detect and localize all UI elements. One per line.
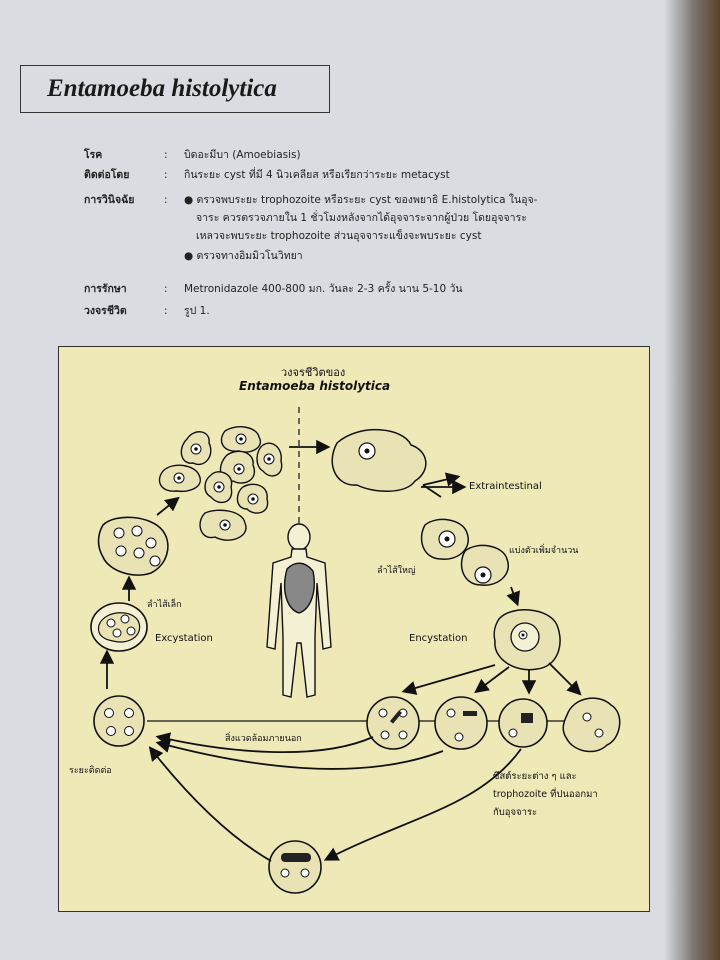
info-value: รูป 1. <box>184 305 210 317</box>
label-extraintestinal: Extraintestinal <box>469 481 542 492</box>
info-label: การรักษา <box>84 283 127 295</box>
diagram-title-line-1: วงจรชีวิตของ <box>281 366 346 379</box>
label-excystation: Excystation <box>155 633 213 644</box>
cysts-row <box>366 696 548 750</box>
title-box: Entamoeba histolytica <box>20 65 330 113</box>
info-value: กินระยะ cyst ที่มี 4 นิวเคลียส หรือเรียก… <box>184 169 450 181</box>
diagnosis-line-4: ● ตรวจทางอิมมิวโนวิทยา <box>184 250 303 262</box>
info-value: Metronidazole 400-800 มก. วันละ 2-3 ครั้… <box>184 283 463 295</box>
info-label: โรค <box>84 149 103 161</box>
label-encystation: Encystation <box>409 633 468 644</box>
diagnosis-line-3: เหลวจะพบระยะ trophozoite ส่วนอุจจาระแข็ง… <box>196 230 482 242</box>
diagram-title-line-2: Entamoeba histolytica <box>239 379 391 393</box>
human-figure <box>266 523 332 698</box>
info-diagnosis: การวินิจฉัย : ● ตรวจพบระยะ trophozoite ห… <box>84 191 624 271</box>
diagnosis-line-2: จาระ ควรตรวจภายใน 1 ชั่วโมงหลังจากได้อุจ… <box>196 212 527 224</box>
info-colon: : <box>164 194 168 206</box>
large-trophozoite <box>331 429 427 492</box>
label-small-intestine: ลำไส้เล็ก <box>147 600 182 610</box>
info-value: บิดอะมีบา (Amoebiasis) <box>184 149 301 161</box>
page-title: Entamoeba histolytica <box>47 75 277 102</box>
metacyst <box>93 695 145 747</box>
label-cyst-note-3: กับอุจจาระ <box>493 807 538 818</box>
info-life-cycle: วงจรชีวิต : รูป 1. <box>84 302 624 320</box>
info-colon: : <box>164 149 168 161</box>
info-colon: : <box>164 305 168 317</box>
metacystic-amoeba <box>97 516 169 576</box>
info-label: วงจรชีวิต <box>84 305 127 317</box>
info-label: ติดต่อโดย <box>84 169 130 181</box>
info-colon: : <box>164 169 168 181</box>
life-cycle-diagram: วงจรชีวิตของ Entamoeba histolytica Extra… <box>58 346 650 912</box>
label-binary-fission: แบ่งตัวเพิ่มจำนวน <box>509 546 579 556</box>
label-cyst-note-1: ซีสต์ระยะต่าง ๆ และ <box>493 771 577 782</box>
info-colon: : <box>164 283 168 295</box>
label-large-intestine: ลำไส้ใหญ่ <box>377 566 416 576</box>
info-disease: โรค : บิดอะมีบา (Amoebiasis) <box>84 146 624 164</box>
label-environment: สิ่งแวดล้อมภายนอก <box>225 734 302 744</box>
diagnosis-line-1: ● ตรวจพบระยะ trophozoite หรือระยะ cyst ข… <box>184 194 538 206</box>
info-label: การวินิจฉัย <box>84 194 135 206</box>
dividing-trophozoites <box>420 518 510 586</box>
info-treatment: การรักษา : Metronidazole 400-800 มก. วัน… <box>84 280 624 298</box>
info-transmission: ติดต่อโดย : กินระยะ cyst ที่มี 4 นิวเคลี… <box>84 166 624 184</box>
diagram-drawing <box>90 407 621 894</box>
cycle-arrows <box>99 439 582 862</box>
trophozoite-in-stool <box>562 697 621 753</box>
label-cyst-note-2: trophozoite ที่ปนออกมา <box>493 789 598 800</box>
bottom-cyst <box>268 840 322 894</box>
label-infective-stage: ระยะติดต่อ <box>69 766 112 776</box>
